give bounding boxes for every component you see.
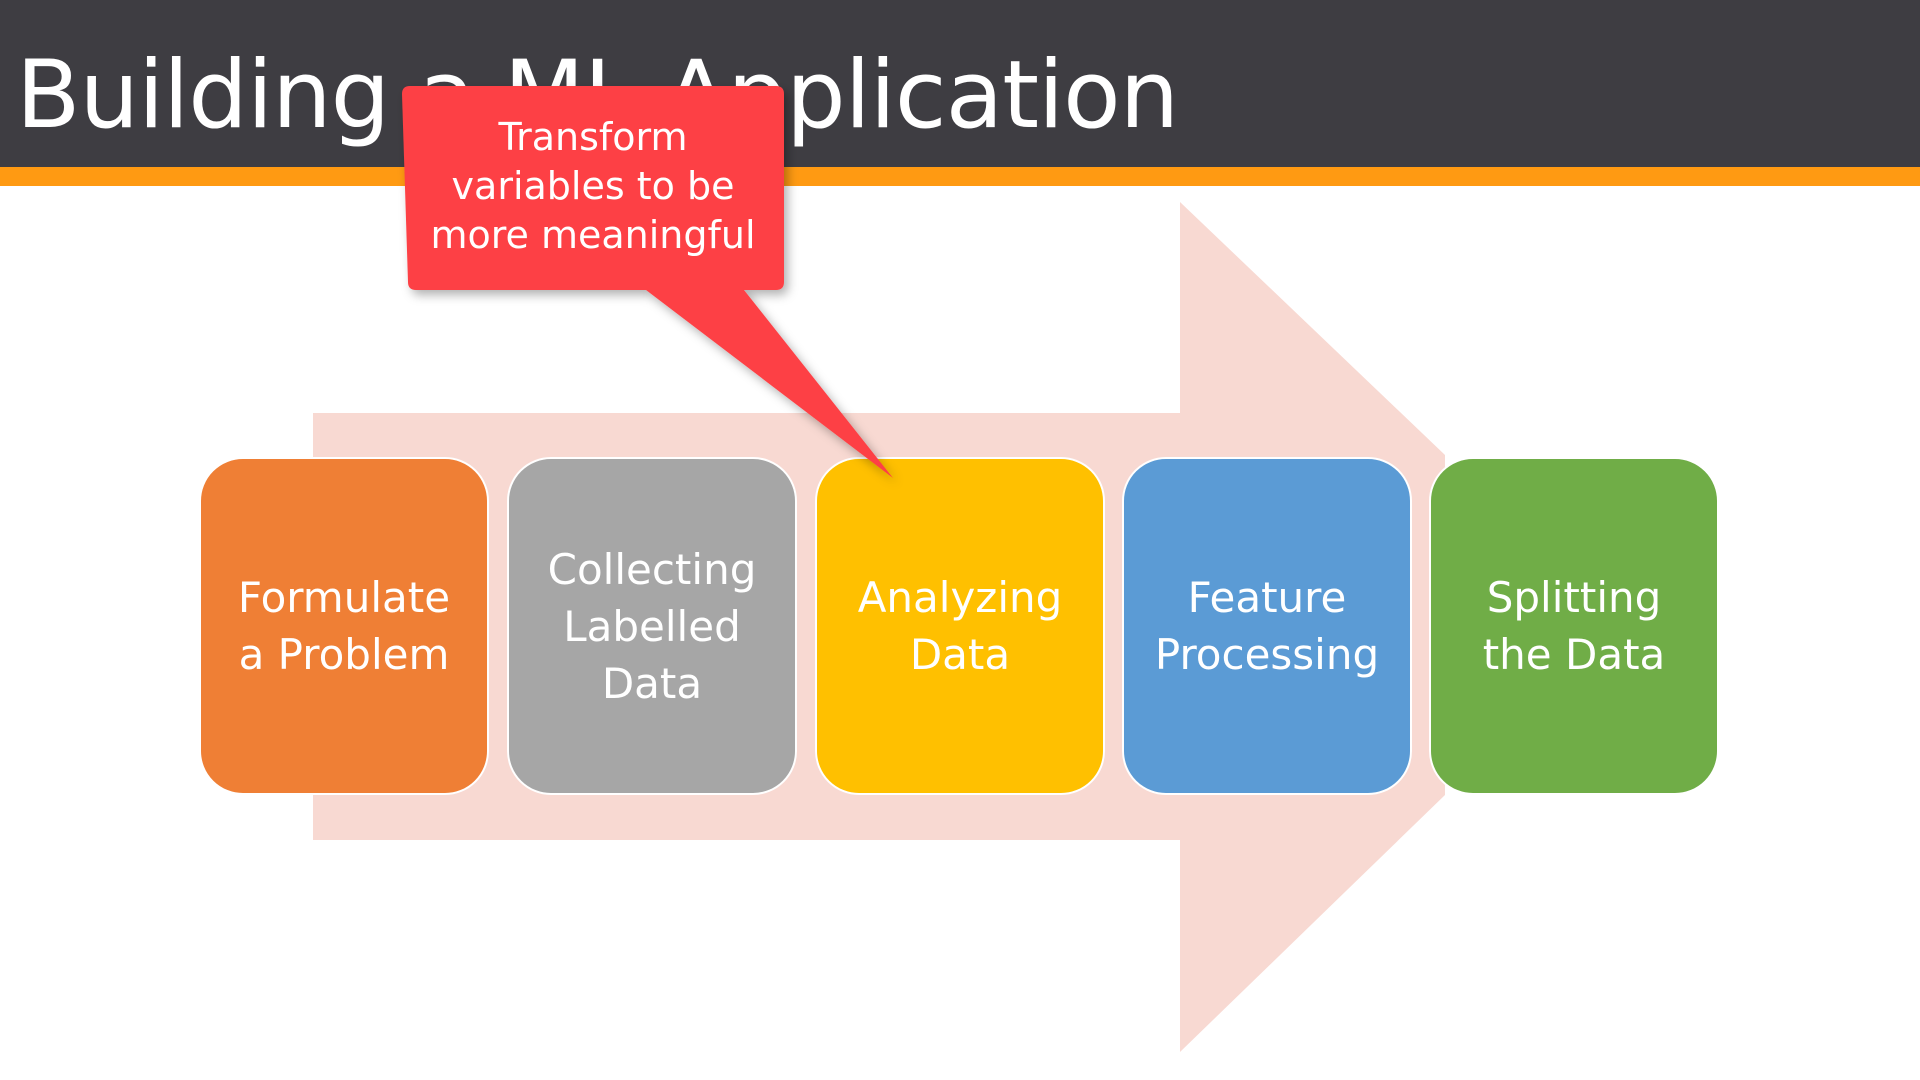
step-label: Analyzing Data (857, 573, 1063, 679)
step-feature-processing: Feature Processing (1122, 457, 1412, 795)
step-label: Feature Processing (1154, 573, 1380, 679)
step-collecting-labelled-data: Collecting Labelled Data (507, 457, 797, 795)
step-label: Collecting Labelled Data (547, 544, 757, 708)
callout-text: Transform variables to be more meaningfu… (430, 114, 756, 257)
step-splitting-data: Splitting the Data (1429, 457, 1719, 795)
step-label: Splitting the Data (1482, 573, 1666, 679)
title-bar (0, 0, 1920, 167)
callout-shape (402, 86, 893, 478)
step-label: Formulate a Problem (237, 573, 451, 679)
step-analyzing-data: Analyzing Data (815, 457, 1105, 795)
step-formulate-problem: Formulate a Problem (199, 457, 489, 795)
